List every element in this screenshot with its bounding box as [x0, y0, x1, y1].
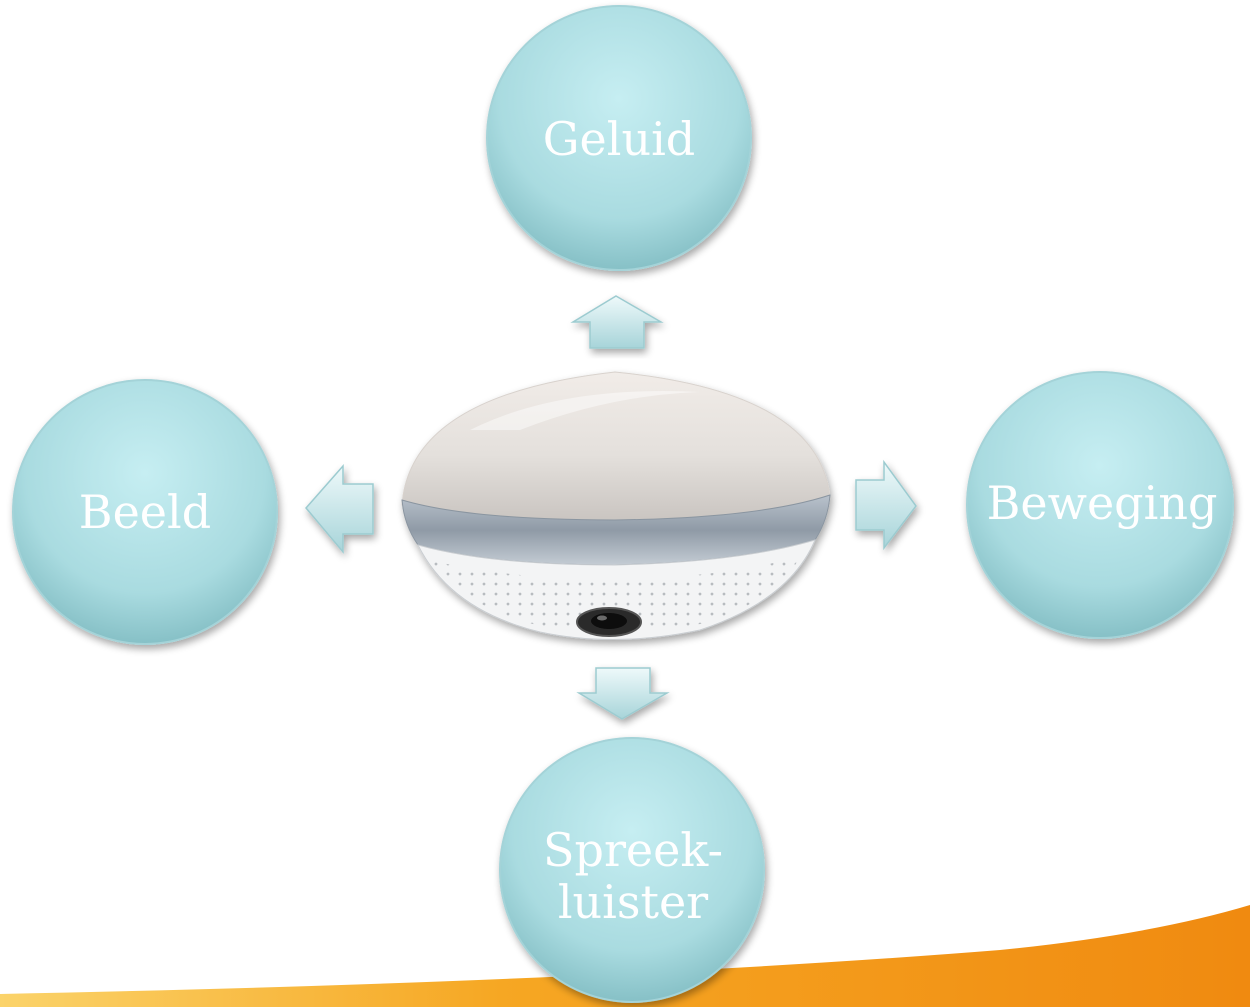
node-beeld	[12, 379, 278, 645]
node-beweging-label: Beweging	[987, 476, 1218, 530]
node-geluid	[486, 5, 752, 271]
dome-camera-icon	[401, 371, 831, 641]
node-geluid-label: Geluid	[543, 112, 695, 166]
arrow-up-icon	[570, 295, 664, 349]
node-spreekluister-label-line1: Spreek-	[543, 823, 723, 877]
node-beeld-label: Beeld	[79, 485, 211, 539]
node-spreekluister-label-line2: luister	[558, 875, 708, 929]
arrow-down-icon	[576, 667, 670, 720]
decorative-swoosh	[0, 905, 1250, 1007]
node-spreekluister	[499, 737, 765, 1003]
arrow-right-icon	[855, 459, 917, 551]
node-beweging	[966, 371, 1234, 639]
arrow-left-icon	[305, 464, 374, 555]
